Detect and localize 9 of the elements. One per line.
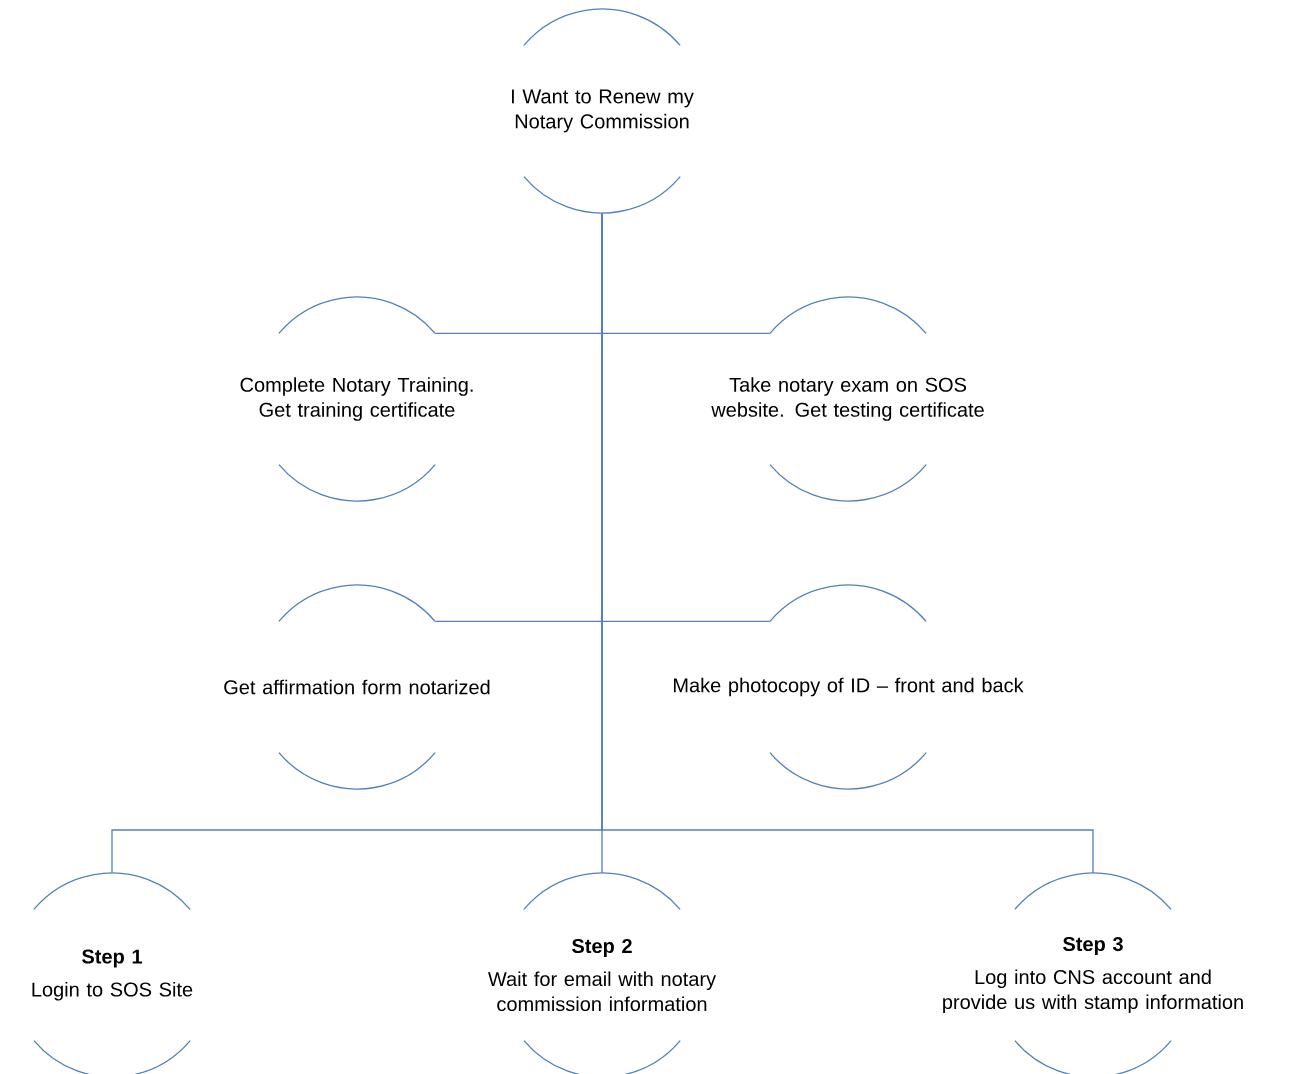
circle-node: Make photocopy of ID – front and back (674, 584, 1024, 790)
circle-node: Step 2 Wait for email with notary commission information (488, 872, 717, 1074)
circle-node: Step 1 Login to SOS Site (32, 872, 193, 1074)
circle-node: Get affirmation form notarized (224, 584, 490, 790)
circle-node: Take notary exam on SOS website. Get testing certificate (711, 296, 984, 502)
circle-node: I Want to Renew my Notary Commission (512, 8, 694, 214)
connector-line (601, 212, 1094, 874)
circle-node: Complete Notary Training. Get training certificate (240, 296, 473, 502)
circle-node: Step 3 Log into CNS account and provide us with stamp information (943, 872, 1243, 1074)
